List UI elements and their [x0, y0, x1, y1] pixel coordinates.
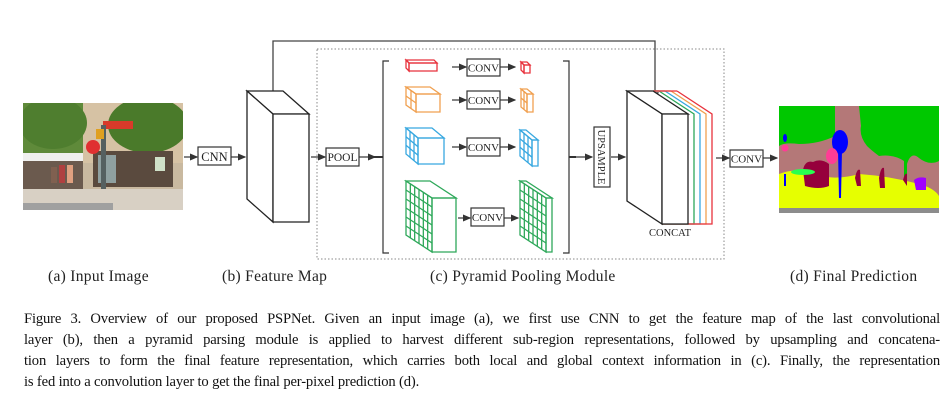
skip-connection-line: [272, 40, 659, 102]
right-bracket: [563, 60, 570, 254]
pyramid-pooling-module-border: [316, 48, 725, 260]
pyramid-level-3: [404, 126, 540, 168]
conv-box-4: CONV: [470, 207, 505, 227]
final-prediction-image: [779, 106, 939, 213]
conv-box-3: CONV: [466, 137, 501, 157]
figure-caption: Figure 3. Overview of our proposed PSPNe…: [24, 309, 940, 393]
subfigure-label-c: (c) Pyramid Pooling Module: [430, 268, 616, 285]
input-image: [23, 103, 183, 210]
final-conv-label: CONV: [731, 154, 762, 166]
subfigure-label-b: (b) Feature Map: [222, 268, 328, 285]
caption-line: layer (b), then a pyramid parsing module…: [24, 332, 940, 348]
feature-map-block: [245, 89, 311, 224]
cnn-box: CNN: [197, 146, 232, 166]
conv-box-1: CONV: [466, 58, 501, 77]
caption-line: Figure 3. Overview of our proposed PSPNe…: [24, 311, 940, 327]
upsample-box: UPSAMPLE: [593, 126, 611, 188]
subfigure-label-a: (a) Input Image: [48, 268, 149, 285]
pyramid-level-4: [403, 179, 555, 254]
cnn-label: CNN: [201, 150, 227, 164]
conv-box-2: CONV: [466, 90, 501, 110]
left-bracket: [382, 60, 389, 254]
conv-label: CONV: [468, 142, 499, 154]
final-conv-box: CONV: [729, 149, 764, 168]
pool-box: POOL: [325, 147, 360, 167]
caption-line: is fed into a convolution layer to get t…: [24, 374, 420, 390]
pspnet-diagram: CNN POOL CONV: [184, 40, 779, 260]
conv-label: CONV: [468, 63, 499, 75]
concat-block: [624, 89, 713, 226]
concat-label: CONCAT: [649, 228, 692, 239]
pool-label: POOL: [327, 152, 357, 164]
pyramid-level-1: [404, 58, 532, 75]
caption-line: tion layers to form the final feature re…: [24, 353, 940, 369]
conv-label: CONV: [468, 95, 499, 107]
subfigure-label-d: (d) Final Prediction: [790, 268, 918, 285]
pyramid-level-2: [403, 85, 535, 114]
conv-label: CONV: [472, 212, 503, 224]
upsample-label: UPSAMPLE: [595, 130, 606, 185]
